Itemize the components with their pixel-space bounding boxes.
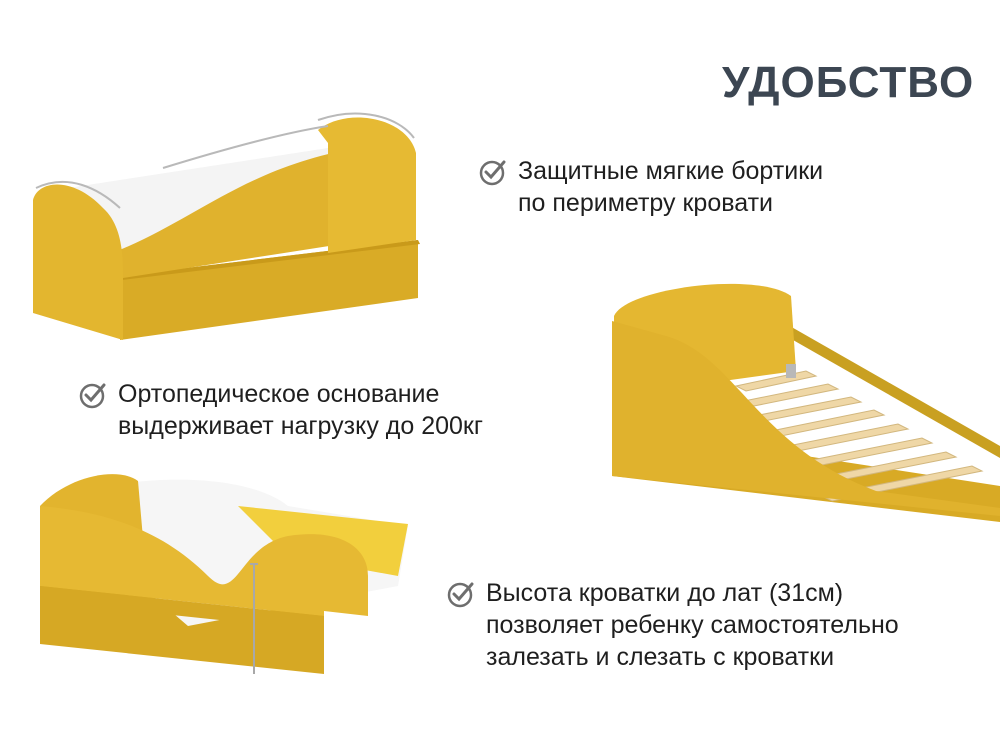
feature-line: Ортопедическое основание bbox=[118, 380, 440, 408]
orthopedic-slats-image bbox=[612, 283, 1000, 522]
feature-line: залезать и слезать с кроватки bbox=[486, 643, 835, 671]
check-circle-icon bbox=[479, 160, 506, 186]
feature-line: Высота кроватки до лат (31см) bbox=[486, 579, 844, 607]
feature-bed-height: Высота кроватки до лат (31см) позволяет … bbox=[446, 577, 899, 673]
check-circle-icon bbox=[79, 383, 106, 409]
bed-with-bedding-image bbox=[40, 474, 408, 674]
feature-line: выдерживает нагрузку до 200кг bbox=[118, 412, 483, 440]
feature-line: Защитные мягкие бортики bbox=[518, 157, 824, 185]
feature-line: по периметру кровати bbox=[518, 189, 773, 217]
feature-orthopedic-base: Ортопедическое основание выдерживает наг… bbox=[78, 378, 483, 442]
check-circle-icon bbox=[447, 582, 474, 608]
feature-protective-bumpers: Защитные мягкие бортики по периметру кро… bbox=[478, 155, 823, 219]
bed-with-bumpers-image bbox=[33, 112, 420, 340]
feature-line: позволяет ребенку самостоятельно bbox=[486, 611, 899, 639]
page-title: УДОБСТВО bbox=[722, 58, 975, 107]
